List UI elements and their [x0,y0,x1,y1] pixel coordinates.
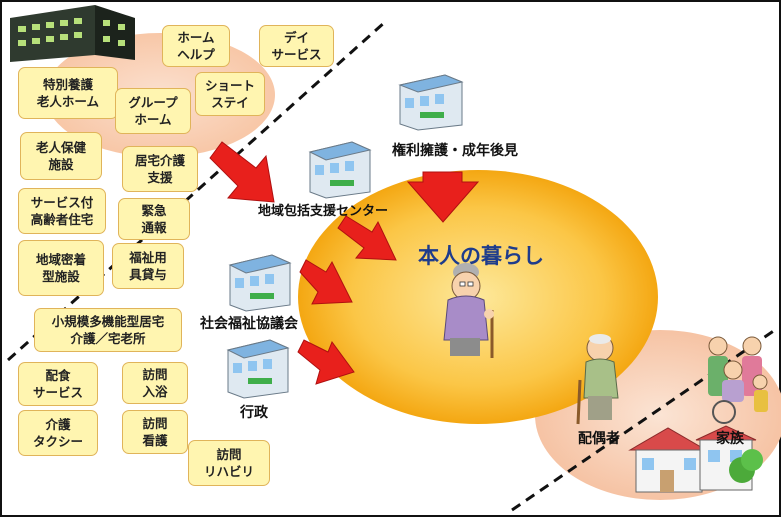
building-center-icon [308,141,372,199]
building-council-icon [228,254,292,312]
service-box: 配食 サービス [18,362,98,406]
building-rights-icon [398,74,464,131]
building-admin-icon [226,339,290,399]
dashed-divider-right [511,328,776,512]
service-box: デイ サービス [259,25,334,67]
life-ellipse [298,170,658,424]
service-box: 訪問 入浴 [122,362,188,404]
arrow-admin [297,339,355,385]
spouse-label: 配偶者 [578,431,620,447]
arrow-council [299,259,353,305]
family-group-icon [708,336,768,424]
service-box: ホーム ヘルプ [162,25,230,67]
arrow-services [209,141,275,203]
elderly-woman-icon [443,263,494,358]
council-label: 社会福祉協議会 [200,316,298,332]
service-box: 居宅介護 支援 [122,146,198,192]
service-box: 緊急 通報 [118,198,190,240]
family-label: 家族 [716,431,744,447]
service-box: 介護 タクシー [18,410,98,456]
large-building-icon [10,5,135,62]
service-box: 小規模多機能型居宅 介護／宅老所 [34,308,182,352]
rights-label: 権利擁護・成年後見 [392,143,518,159]
elderly-man-icon [576,334,619,425]
house-icon [628,425,763,493]
center-label: 地域包括支援センター [258,204,389,219]
service-box: グループ ホーム [115,88,191,134]
arrow-center [337,215,397,261]
service-box: サービス付 高齢者住宅 [18,188,106,234]
arrow-rights [406,171,480,223]
service-box: 特別養護 老人ホーム [18,67,118,119]
service-box: 福祉用 具貸与 [112,243,184,289]
admin-label: 行政 [240,405,268,421]
arrows [209,141,480,385]
service-box: 訪問 リハビリ [188,440,270,486]
service-box: ショート ステイ [195,72,265,116]
service-box: 訪問 看護 [122,410,188,454]
center-title: 本人の暮らし [418,244,544,268]
service-box: 地域密着 型施設 [18,240,104,296]
service-box: 老人保健 施設 [20,132,102,180]
